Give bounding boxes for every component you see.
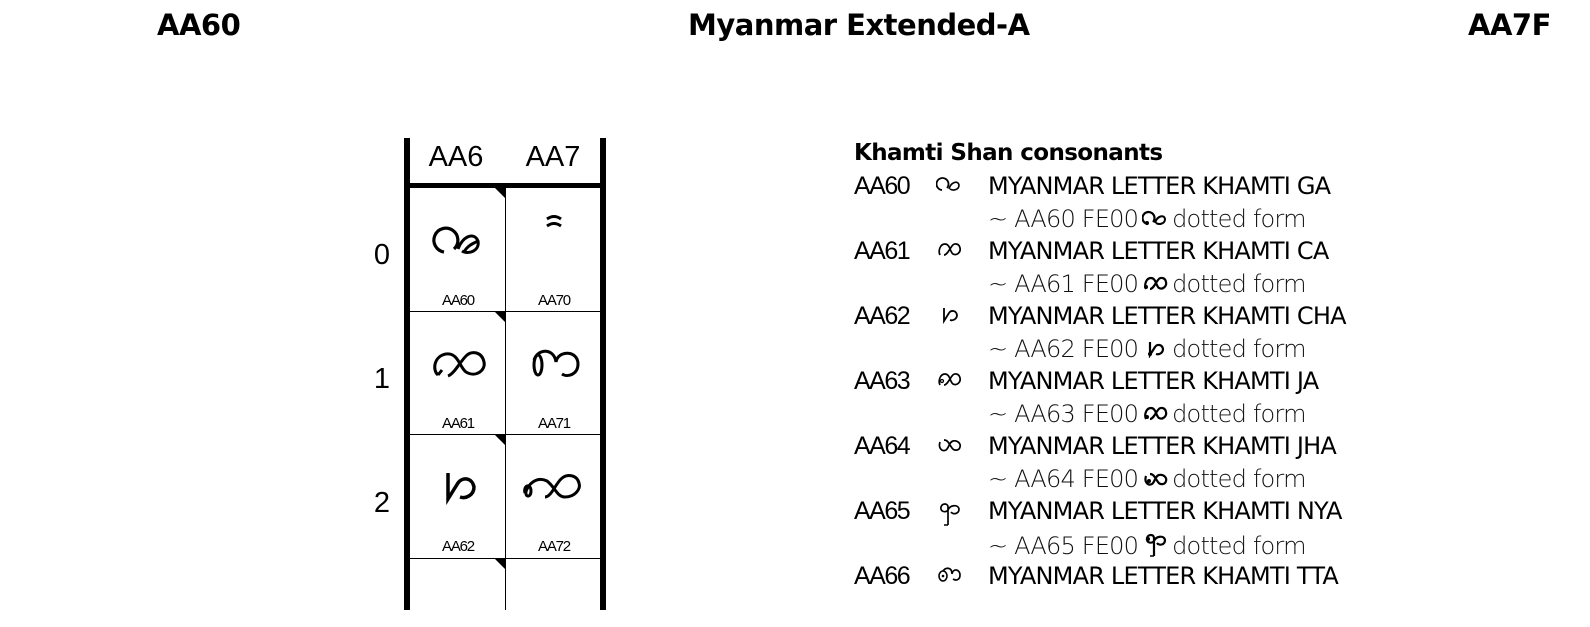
row-header-2: 2: [373, 487, 391, 519]
cell-code: AA61: [442, 415, 475, 432]
khamti-reduplication-mark-glyph-icon: [506, 211, 602, 231]
entry-name: MYANMAR LETTER KHAMTI GA: [988, 172, 1331, 200]
khamti-nya-dotted-glyph-icon: [1142, 530, 1168, 564]
variant-description: dotted form: [1172, 465, 1306, 493]
range-end-label: AA7F: [1468, 8, 1551, 42]
grid-divider-column: [505, 188, 506, 610]
variant-sequence: ~ AA62 FE00: [988, 335, 1139, 363]
variant-description: dotted form: [1172, 335, 1306, 363]
khamti-cha-glyph-icon: [934, 304, 964, 328]
chart-cell-aa60[interactable]: AA60: [410, 189, 506, 311]
khamti-cha-dotted-glyph-icon: [1142, 336, 1168, 364]
list-item: AA62 MYANMAR LETTER KHAMTI CHA ~ AA62 FE…: [854, 302, 1347, 367]
chart-cell-aa70[interactable]: AA70: [506, 189, 602, 311]
khamti-jha-dotted-glyph-icon: [1142, 466, 1168, 494]
grid-row-divider: [410, 558, 600, 559]
variant-description: dotted form: [1172, 270, 1306, 298]
list-item: AA63 MYANMAR LETTER KHAMTI JA ~ AA63 FE0…: [854, 367, 1319, 432]
khamti-ca-dotted-glyph-icon: [1142, 271, 1168, 299]
cell-code: AA60: [442, 292, 475, 309]
entry-name: MYANMAR LETTER KHAMTI CA: [988, 237, 1329, 265]
grid-border-right: [600, 138, 606, 610]
list-item: AA60 MYANMAR LETTER KHAMTI GA ~ AA60 FE0…: [854, 172, 1331, 237]
khamti-ca-glyph-icon: [934, 239, 964, 263]
chart-cell-aa71[interactable]: AA71: [506, 312, 602, 434]
entry-name: MYANMAR LETTER KHAMTI JA: [988, 367, 1319, 395]
column-header-aa7: AA7: [525, 141, 581, 173]
entry-variant: ~ AA60 FE00 dotted form: [988, 205, 1306, 234]
chart-cell-aa61[interactable]: AA61: [410, 312, 506, 434]
khamti-jha-glyph-icon: [934, 434, 964, 458]
variant-corner-mark: [495, 188, 505, 198]
block-title: Myanmar Extended-A: [688, 8, 1030, 42]
entry-code: AA64: [854, 432, 911, 460]
names-list: Khamti Shan consonants AA60 MYANMAR LETT…: [854, 140, 1347, 627]
variant-corner-mark: [495, 435, 505, 445]
entry-code: AA62: [854, 302, 911, 330]
list-item: AA66 MYANMAR LETTER KHAMTI TTA: [854, 562, 1339, 627]
entry-name: MYANMAR LETTER KHAMTI JHA: [988, 432, 1337, 460]
khamti-cha-glyph-icon: [410, 465, 506, 505]
cell-code: AA72: [538, 538, 571, 555]
variant-corner-mark: [495, 559, 505, 569]
entry-variant: ~ AA61 FE00 dotted form: [988, 270, 1306, 299]
chart-cell-aa62[interactable]: AA62: [410, 435, 506, 557]
entry-variant: ~ AA64 FE00 dotted form: [988, 465, 1306, 494]
cell-code: AA70: [538, 292, 571, 309]
variant-sequence: ~ AA60 FE00: [988, 205, 1139, 233]
list-item: AA61 MYANMAR LETTER KHAMTI CA ~ AA61 FE0…: [854, 237, 1329, 302]
entry-code: AA66: [854, 562, 911, 590]
variant-sequence: ~ AA65 FE00: [988, 532, 1139, 560]
list-item: AA64 MYANMAR LETTER KHAMTI JHA ~ AA64 FE…: [854, 432, 1337, 497]
variant-sequence: ~ AA61 FE00: [988, 270, 1139, 298]
khamti-ga-glyph-icon: [410, 219, 506, 259]
variant-description: dotted form: [1172, 400, 1306, 428]
entry-variant: ~ AA65 FE00 dotted form: [988, 530, 1306, 564]
grid-row-divider: [410, 434, 600, 435]
range-start-label: AA60: [157, 8, 241, 42]
variant-sequence: ~ AA64 FE00: [988, 465, 1139, 493]
khamti-nya-glyph-icon: [934, 499, 964, 531]
khamti-tta-glyph-icon: [934, 564, 964, 588]
khamti-ca-glyph-icon: [410, 342, 506, 382]
entry-name: MYANMAR LETTER KHAMTI TTA: [988, 562, 1339, 590]
chart-cell-aa72[interactable]: AA72: [506, 435, 602, 557]
entry-name: MYANMAR LETTER KHAMTI CHA: [988, 302, 1347, 330]
entry-name: MYANMAR LETTER KHAMTI NYA: [988, 497, 1342, 525]
entry-variant: ~ AA62 FE00 dotted form: [988, 335, 1306, 364]
grid-border-left: [404, 138, 410, 610]
cell-code: AA62: [442, 538, 475, 555]
row-header-0: 0: [373, 239, 391, 271]
section-title: Khamti Shan consonants: [854, 140, 1163, 166]
list-item: AA65 MYANMAR LETTER KHAMTI NYA ~ AA65 FE…: [854, 497, 1342, 562]
cell-code: AA71: [538, 415, 571, 432]
entry-code: AA63: [854, 367, 911, 395]
entry-code: AA60: [854, 172, 911, 200]
entry-variant: ~ AA63 FE00 dotted form: [988, 400, 1306, 429]
variant-sequence: ~ AA63 FE00: [988, 400, 1139, 428]
khamti-xa-glyph-icon: [506, 342, 602, 382]
variant-description: dotted form: [1172, 532, 1306, 560]
entry-code: AA65: [854, 497, 911, 525]
khamti-ja-dotted-glyph-icon: [1142, 401, 1168, 429]
column-header-aa6: AA6: [428, 141, 484, 173]
entry-code: AA61: [854, 237, 911, 265]
aiton-ra-glyph-icon: [506, 465, 602, 505]
variant-corner-mark: [495, 312, 505, 322]
grid-header-rule: [404, 183, 606, 188]
row-header-1: 1: [373, 363, 391, 395]
khamti-ja-glyph-icon: [934, 369, 964, 393]
variant-description: dotted form: [1172, 205, 1306, 233]
grid-row-divider: [410, 311, 600, 312]
khamti-ga-dotted-glyph-icon: [1141, 206, 1168, 234]
khamti-ga-glyph-icon: [934, 174, 964, 198]
